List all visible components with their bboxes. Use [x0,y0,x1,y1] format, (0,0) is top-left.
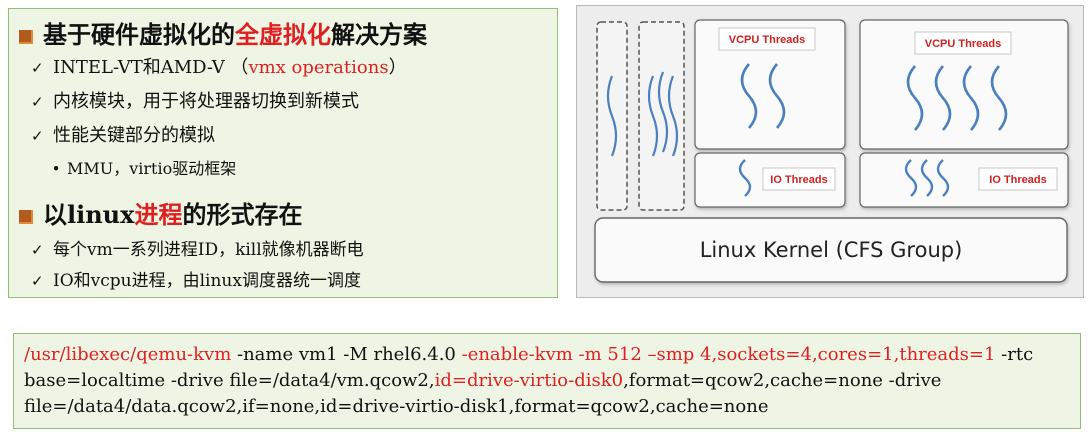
vcpu-threads-label: VCPU Threads [729,34,805,46]
vcpu-label-box [718,27,816,51]
process-box [638,21,685,211]
features-panel: 基于硬件虚拟化的全虚拟化解决方案 ✓INTEL-VT和AMD-V （vmx op… [8,8,558,298]
io-label-box [762,167,836,191]
list-item: ✓INTEL-VT和AMD-V （vmx operations） [31,57,407,78]
sub-list-item: •MMU，virtio驱动框架 [45,155,237,179]
diagram-svg: VCPU Threads IO Threads VCPU Threads IO … [594,19,1069,283]
io-label-box [978,167,1058,191]
command-line: /usr/libexec/qemu-kvm -name vm1 -M rhel6… [24,344,1034,365]
thread-diagram: VCPU Threads IO Threads VCPU Threads IO … [576,5,1084,298]
thread-wave-icon [738,159,752,197]
list-item: ✓IO和vcpu进程，由linux调度器统一调度 [31,271,361,291]
linux-kernel-box [594,217,1068,283]
thread-wave-icon [740,63,786,129]
heading-linux-process: 以linux进程的形式存在 [19,195,302,230]
dot-bullet-icon: • [51,160,61,178]
list-item: ✓每个vm一系列进程ID，kill就像机器断电 [31,240,364,260]
checkmark-icon: ✓ [31,59,44,77]
vcpu-label-box [914,31,1012,55]
linux-kernel-label: Linux Kernel (CFS Group) [700,238,963,262]
checkmark-icon: ✓ [31,241,44,259]
vcpu-threads-label: VCPU Threads [925,38,1001,50]
qemu-command-box: /usr/libexec/qemu-kvm -name vm1 -M rhel6… [13,333,1081,429]
command-line: file=/data4/data.qcow2,if=none,id=drive-… [24,396,769,417]
checkmark-icon: ✓ [31,272,44,290]
thread-wave-icon [904,159,950,197]
heading-hardware-virtualization: 基于硬件虚拟化的全虚拟化解决方案 [19,15,427,50]
square-bullet-icon [19,29,33,44]
checkmark-icon: ✓ [31,127,44,145]
command-line: base=localtime -drive file=/data4/vm.qco… [24,370,942,391]
thread-wave-icon [606,71,679,157]
square-bullet-icon [19,209,33,224]
list-item: ✓内核模块，用于将处理器切换到新模式 [31,91,359,112]
io-threads-label: IO Threads [989,174,1046,186]
checkmark-icon: ✓ [31,93,44,111]
list-item: ✓性能关键部分的模拟 [31,125,215,146]
thread-wave-icon [906,65,1008,131]
io-threads-label: IO Threads [770,174,827,186]
